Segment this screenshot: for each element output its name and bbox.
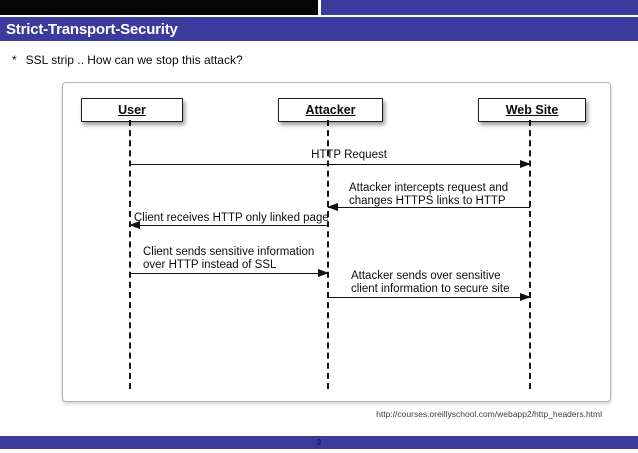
message-label-client-sends: Client sends sensitive information over … (143, 246, 315, 271)
message-arrow-attacker-sends (328, 293, 531, 301)
arrowhead-left-icon (327, 203, 338, 211)
actor-label-website: Web Site (505, 103, 559, 117)
top-strip (0, 0, 638, 15)
bullet-line: * SSL strip .. How can we stop this atta… (12, 53, 243, 67)
lifeline-user (129, 120, 131, 389)
message-label-client-receives: Client receives HTTP only linked page (134, 212, 329, 224)
actor-label-user: User (118, 103, 146, 117)
actor-label-attacker: Attacker (305, 103, 356, 117)
actor-box-user: User (81, 98, 183, 122)
top-strip-black (0, 0, 318, 15)
arrowhead-right-icon (318, 269, 329, 277)
sequence-diagram-frame: User Attacker Web Site HTTP Request Atta… (62, 82, 611, 402)
message-arrow-client-receives (129, 221, 328, 229)
slide-title: Strict-Transport-Security (6, 20, 178, 38)
bottom-bar: 3 (0, 436, 638, 449)
arrowhead-right-icon (520, 160, 531, 168)
arrowhead-left-icon (129, 221, 140, 229)
message-label-http-request: HTTP Request (311, 149, 387, 161)
message-arrow-http-request (130, 160, 531, 168)
actor-box-website: Web Site (478, 98, 586, 122)
top-strip-blue (321, 0, 638, 15)
page-number: 3 (316, 438, 322, 447)
slide-title-bar: Strict-Transport-Security (0, 17, 638, 41)
bullet-text: SSL strip .. How can we stop this attack… (25, 53, 243, 67)
actor-box-attacker: Attacker (278, 98, 383, 122)
message-arrow-client-sends (130, 269, 329, 277)
message-label-attacker-sends: Attacker sends over sensitive client inf… (351, 270, 510, 295)
lifeline-attacker (327, 120, 329, 389)
lifeline-website (529, 120, 531, 389)
message-arrow-attacker-intercepts (327, 203, 530, 211)
arrowhead-right-icon (520, 293, 531, 301)
message-label-attacker-intercepts: Attacker intercepts request and changes … (349, 182, 509, 207)
source-url: http://courses.oreillyschool.com/webapp2… (376, 409, 602, 419)
bullet-marker: * (12, 53, 17, 67)
